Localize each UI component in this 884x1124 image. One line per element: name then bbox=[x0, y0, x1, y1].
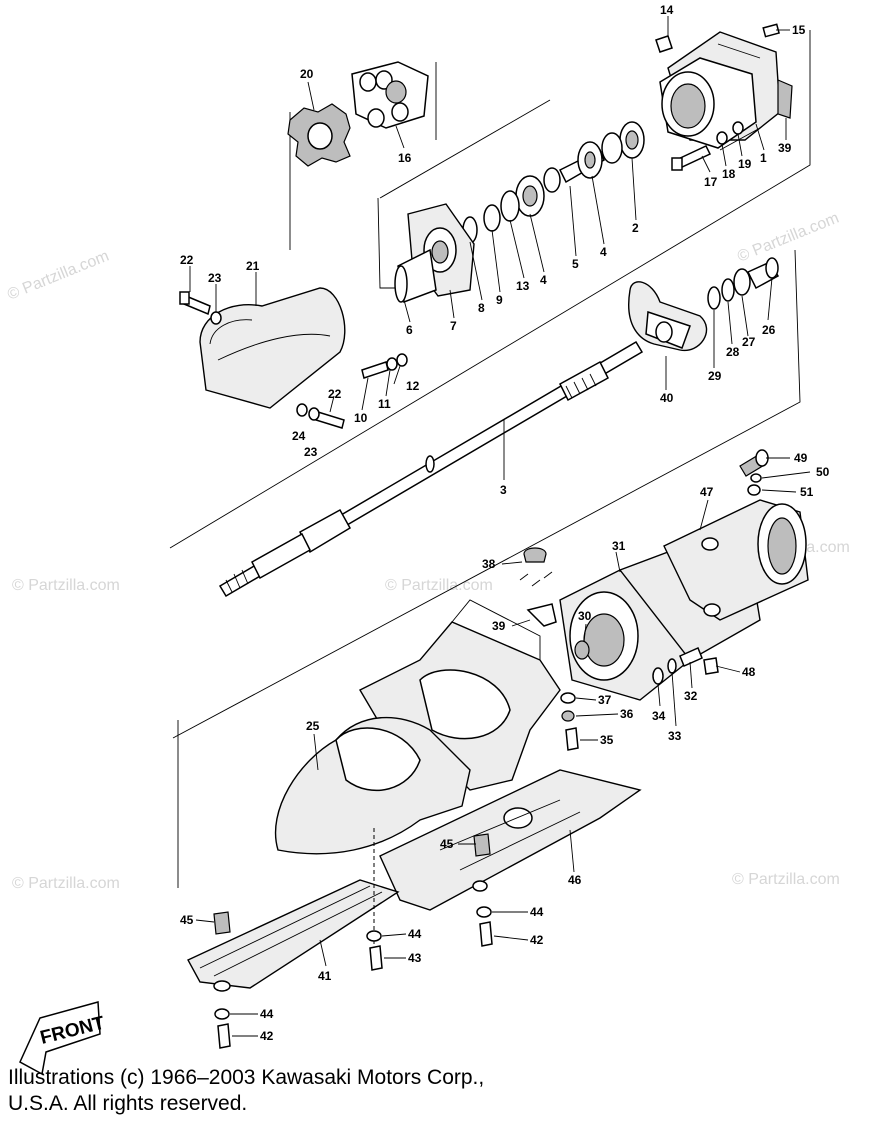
callout-29: 29 bbox=[708, 369, 722, 383]
callout-46: 46 bbox=[568, 873, 582, 887]
callout-44: 44 bbox=[260, 1007, 274, 1021]
callout-22: 22 bbox=[328, 387, 342, 401]
callout-37: 37 bbox=[598, 693, 612, 707]
callout-23: 23 bbox=[208, 271, 222, 285]
callout-35: 35 bbox=[600, 733, 614, 747]
callout-51: 51 bbox=[800, 485, 814, 499]
leader-lines bbox=[189, 16, 811, 1037]
bolt-washer-set-22-24 bbox=[179, 291, 408, 429]
callout-4: 4 bbox=[540, 273, 547, 287]
callout-26: 26 bbox=[762, 323, 776, 337]
callout-labels: 14 15 20 16 1 39 19 18 17 2 4 5 4 13 9 8… bbox=[180, 3, 830, 1043]
callout-14: 14 bbox=[660, 3, 674, 17]
callout-6: 6 bbox=[406, 323, 413, 337]
callout-39: 39 bbox=[492, 619, 506, 633]
callout-27: 27 bbox=[742, 335, 756, 349]
callout-45: 45 bbox=[440, 837, 454, 851]
callout-15: 15 bbox=[792, 23, 806, 37]
duct-part-25 bbox=[274, 716, 471, 855]
callout-30: 30 bbox=[578, 609, 592, 623]
callout-31: 31 bbox=[612, 539, 626, 553]
copyright-line-1: Illustrations (c) 1966–2003 Kawasaki Mot… bbox=[8, 1066, 485, 1089]
bearing-housing-part-7 bbox=[394, 203, 475, 304]
callout-3: 3 bbox=[500, 483, 507, 497]
pump-mount-bracket bbox=[359, 599, 561, 791]
callout-48: 48 bbox=[742, 665, 756, 679]
callout-19: 19 bbox=[738, 157, 752, 171]
pump-housing-part-1 bbox=[655, 23, 793, 151]
callout-44: 44 bbox=[530, 905, 544, 919]
callout-24: 24 bbox=[292, 429, 306, 443]
callout-1: 1 bbox=[760, 151, 767, 165]
mount-bolt-set-42-45 bbox=[213, 833, 493, 1049]
callout-25: 25 bbox=[306, 719, 320, 733]
callout-11: 11 bbox=[378, 397, 391, 411]
callout-5: 5 bbox=[572, 257, 579, 271]
skid-plate-part-41 bbox=[187, 828, 400, 992]
coupling-part-16 bbox=[351, 61, 429, 129]
callout-50: 50 bbox=[816, 465, 830, 479]
callout-28: 28 bbox=[726, 345, 740, 359]
callout-12: 12 bbox=[406, 379, 420, 393]
bolt-washer-set-17-19 bbox=[671, 121, 744, 171]
callout-44: 44 bbox=[408, 927, 422, 941]
callout-16: 16 bbox=[398, 151, 412, 165]
callout-47: 47 bbox=[700, 485, 714, 499]
callout-38: 38 bbox=[482, 557, 496, 571]
bearing-and-seal-stack bbox=[462, 121, 645, 244]
callout-2: 2 bbox=[632, 221, 639, 235]
cover-part-21 bbox=[199, 287, 346, 409]
callout-10: 10 bbox=[354, 411, 368, 425]
callout-41: 41 bbox=[318, 969, 332, 983]
callout-23: 23 bbox=[304, 445, 318, 459]
callout-13: 13 bbox=[516, 279, 530, 293]
callout-32: 32 bbox=[684, 689, 698, 703]
watermark: © Partzilla.com bbox=[5, 248, 111, 304]
impeller-part-40 bbox=[628, 281, 708, 352]
callout-36: 36 bbox=[620, 707, 634, 721]
callout-22: 22 bbox=[180, 253, 194, 267]
base-plate-part-46 bbox=[379, 769, 642, 911]
callout-42: 42 bbox=[260, 1029, 274, 1043]
copyright-line-2: U.S.A. All rights reserved. bbox=[8, 1092, 248, 1115]
watermark: © Partzilla.com bbox=[12, 875, 120, 892]
watermark: © Partzilla.com bbox=[385, 577, 493, 594]
callout-33: 33 bbox=[668, 729, 682, 743]
watermark: © Partzilla.com bbox=[732, 871, 840, 888]
callout-42: 42 bbox=[530, 933, 544, 947]
front-direction-arrow: FRONT bbox=[19, 1001, 107, 1076]
drive-shaft-part-3 bbox=[218, 340, 644, 598]
callout-49: 49 bbox=[794, 451, 808, 465]
pump-mount-hardware bbox=[519, 547, 719, 751]
callout-18: 18 bbox=[722, 167, 736, 181]
callout-8: 8 bbox=[478, 301, 485, 315]
damper-part-20 bbox=[287, 103, 351, 167]
watermark: © Partzilla.com bbox=[735, 210, 841, 266]
callout-45: 45 bbox=[180, 913, 194, 927]
impeller-spacer-stack bbox=[707, 257, 780, 310]
callout-40: 40 bbox=[660, 391, 674, 405]
watermark: © Partzilla.com bbox=[12, 577, 120, 594]
callout-34: 34 bbox=[652, 709, 666, 723]
callout-9: 9 bbox=[496, 293, 503, 307]
callout-21: 21 bbox=[246, 259, 260, 273]
nozzle-fitting-49 bbox=[739, 449, 769, 496]
callout-4: 4 bbox=[600, 245, 607, 259]
callout-7: 7 bbox=[450, 319, 457, 333]
callout-43: 43 bbox=[408, 951, 422, 965]
callout-39: 39 bbox=[778, 141, 792, 155]
callout-20: 20 bbox=[300, 67, 314, 81]
callout-17: 17 bbox=[704, 175, 718, 189]
